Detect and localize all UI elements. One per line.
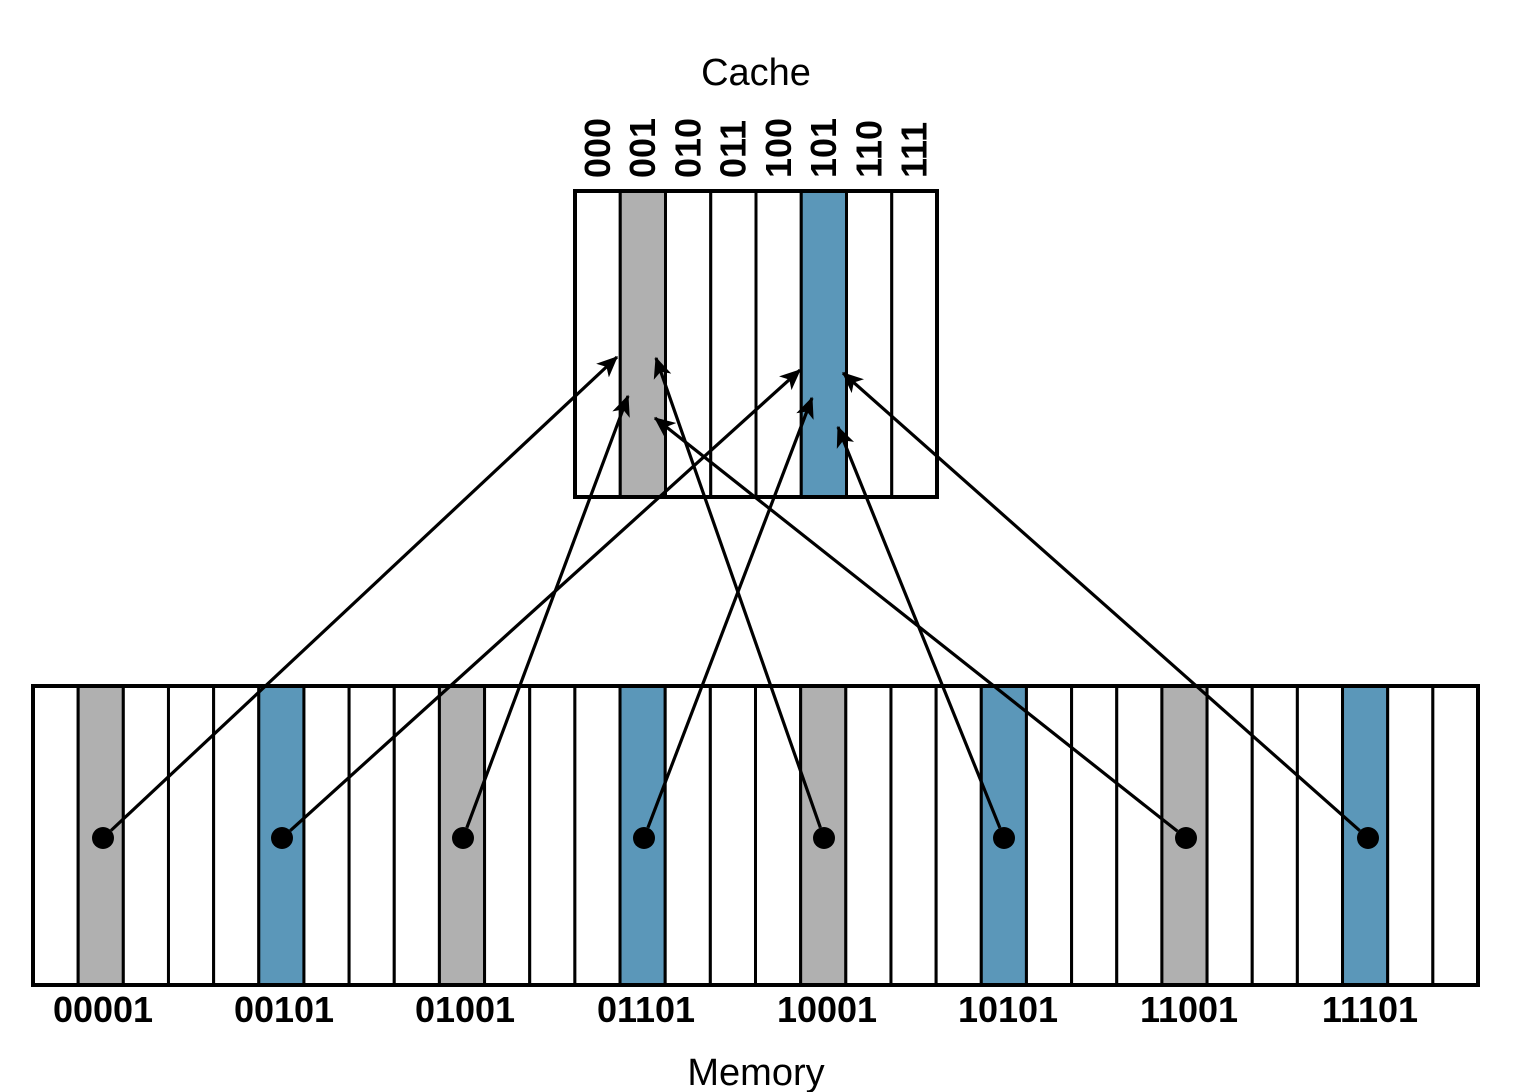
memory-source-dots <box>92 827 1379 849</box>
arrow-01101-to-101 <box>646 396 814 829</box>
memory-address-label-10001: 10001 <box>777 989 877 1030</box>
memory-dot-01101 <box>633 827 655 849</box>
memory-cell-23 <box>1070 684 1119 987</box>
memory-cell-3 <box>166 684 216 987</box>
memory-cells <box>31 684 1480 987</box>
cache-cell-000 <box>573 189 622 499</box>
memory-cell-10 <box>483 684 532 987</box>
cache-cell-110 <box>845 189 894 499</box>
cache-label-100: 100 <box>758 118 799 178</box>
memory-cell-4 <box>212 684 261 987</box>
memory-cell-7 <box>347 684 396 987</box>
memory-cell-30 <box>1386 684 1435 987</box>
cache-label-110: 110 <box>848 120 889 178</box>
memory-dot-01001 <box>452 827 474 849</box>
memory-address-label-11001: 11001 <box>1140 989 1238 1030</box>
memory-cell-2 <box>121 684 170 987</box>
arrow-11001-to-001 <box>653 416 1179 833</box>
memory-address-label-00001: 00001 <box>53 989 153 1030</box>
memory-cell-6 <box>302 684 351 987</box>
arrow-10001-to-001 <box>653 356 822 829</box>
memory-dot-11101 <box>1357 827 1379 849</box>
memory-cell-19 <box>889 684 938 987</box>
cache-label-001: 001 <box>622 118 663 178</box>
cache-title: Cache <box>701 52 811 94</box>
cache-label-101: 101 <box>803 118 844 178</box>
memory-dot-10101 <box>993 827 1015 849</box>
cache-cell-101 <box>799 189 848 499</box>
cache-label-011: 011 <box>713 120 754 178</box>
memory-cell-24 <box>1115 684 1164 987</box>
memory-cell-26 <box>1205 684 1254 987</box>
memory-dot-00001 <box>92 827 114 849</box>
memory-cell-14 <box>663 684 712 987</box>
mapping-arrows <box>109 355 1361 833</box>
memory-title: Memory <box>687 1052 824 1092</box>
memory-dot-10001 <box>813 827 835 849</box>
memory-box-outline <box>31 684 1480 987</box>
memory-dot-00101 <box>271 827 293 849</box>
arrow-11101-to-101 <box>841 371 1361 832</box>
cache-cell-001 <box>618 189 667 499</box>
memory-cell-28 <box>1295 684 1345 987</box>
memory-cell-15 <box>708 684 757 987</box>
cache-cell-011 <box>709 189 758 499</box>
memory-cell-20 <box>934 684 983 987</box>
cache-label-000: 000 <box>577 118 618 178</box>
arrow-01001-to-001 <box>465 394 630 829</box>
memory-cell-0 <box>31 684 80 987</box>
memory-cell-12 <box>573 684 622 987</box>
memory-address-label-01101: 01101 <box>597 989 695 1030</box>
cache-cell-100 <box>754 189 803 499</box>
memory-cell-27 <box>1250 684 1299 987</box>
cache-label-111: 111 <box>894 122 935 178</box>
memory-address-label-10101: 10101 <box>958 989 1058 1030</box>
arrow-00001-to-001 <box>109 355 619 832</box>
memory-address-label-11101: 11101 <box>1322 989 1418 1030</box>
memory-address-labels: 00001 00101 01001 01101 10001 10101 11001 11101 <box>53 989 1418 1030</box>
memory-dot-11001 <box>1175 827 1197 849</box>
cache-label-010: 010 <box>667 118 708 178</box>
cache-cells <box>573 189 939 499</box>
memory-cell-11 <box>528 684 577 987</box>
memory-cell-16 <box>754 684 803 987</box>
memory-address-label-01001: 01001 <box>415 989 515 1030</box>
memory-address-label-00101: 00101 <box>234 989 334 1030</box>
memory-cell-18 <box>844 684 893 987</box>
arrow-00101-to-101 <box>289 368 802 832</box>
memory-cell-31 <box>1431 684 1480 987</box>
